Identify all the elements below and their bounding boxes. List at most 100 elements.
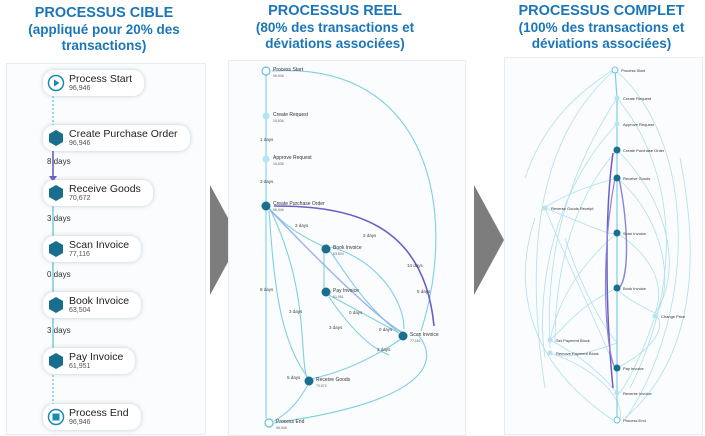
edge-label: 3 days: [260, 179, 274, 184]
node-process-start[interactable]: Process Start: [611, 66, 646, 74]
svg-text:Pay Invoice: Pay Invoice: [333, 288, 359, 294]
svg-text:Create Request: Create Request: [623, 96, 652, 101]
svg-text:Process End: Process End: [276, 419, 305, 425]
svg-text:Reverse Invoice: Reverse Invoice: [623, 391, 652, 396]
node-reverse-goods-receipt[interactable]: Reverse Goods Receipt: [542, 205, 595, 212]
target-process-edges: [49, 92, 57, 404]
node-count: 63,504: [69, 306, 91, 314]
node-approve-request[interactable]: Approve Request 18,636: [262, 155, 313, 166]
svg-text:Process Start: Process Start: [273, 67, 304, 73]
svg-text:Receive Goods: Receive Goods: [623, 176, 650, 181]
edge-label: 3 days: [329, 325, 343, 330]
svg-text:70,672: 70,672: [316, 384, 327, 388]
node-count: 77,116: [69, 250, 90, 258]
edge-label: 3 days: [289, 309, 303, 314]
header-complete-process: PROCESSUS COMPLET (100% des transactions…: [498, 3, 705, 52]
edge-duration: 3 days: [47, 214, 71, 223]
complete-process-graph: Process Start Create Request Approve Req…: [524, 66, 691, 424]
svg-text:Set Payment Block: Set Payment Block: [556, 338, 590, 343]
node-reverse-invoice[interactable]: Reverse Invoice: [614, 390, 653, 397]
node-book-invoice[interactable]: Book Invoice: [613, 284, 647, 292]
node-receive-goods[interactable]: Receive Goods: [613, 174, 651, 182]
node-pay-invoice[interactable]: Pay Invoice 61,951: [321, 287, 360, 300]
svg-text:Process Start: Process Start: [621, 68, 646, 73]
node-count: 96,946: [69, 418, 91, 426]
node-label: Scan Invoice: [69, 238, 130, 251]
header-subtitle: (100% des transactions et déviations ass…: [518, 20, 685, 52]
svg-text:Book Invoice: Book Invoice: [333, 245, 362, 251]
hexagon-icon: [47, 129, 65, 147]
node-scan-invoice[interactable]: Scan Invoice 77,116: [398, 331, 439, 344]
edge-label: 0 days: [379, 327, 393, 332]
header-target-process: PROCESSUS CIBLE (appliqué pour 20% des t…: [0, 5, 208, 54]
node-remove-payment-block[interactable]: Remove Payment Block: [547, 350, 599, 357]
node-label: Create Purchase Order: [69, 127, 178, 140]
svg-text:Pay Invoice: Pay Invoice: [623, 366, 644, 371]
chevron-right-icon: [474, 185, 504, 295]
svg-text:Create Purchase Order: Create Purchase Order: [623, 148, 665, 153]
hexagon-icon: [47, 184, 65, 202]
svg-text:Scan Invoice: Scan Invoice: [410, 332, 439, 338]
svg-text:Create Request: Create Request: [273, 112, 309, 118]
edge-label: 14 days: [407, 263, 424, 268]
stop-icon: [47, 408, 65, 426]
svg-text:96,946: 96,946: [276, 426, 287, 430]
node-create-request[interactable]: Create Request: [614, 95, 652, 102]
svg-text:Scan Invoice: Scan Invoice: [623, 231, 647, 236]
node-label: Receive Goods: [69, 182, 141, 195]
header-real-process: PROCESSUS REEL (80% des transactions et …: [222, 3, 448, 52]
svg-text:63,504: 63,504: [333, 252, 344, 256]
header-subtitle: (appliqué pour 20% des transactions): [28, 22, 180, 54]
svg-text:96,946: 96,946: [273, 208, 284, 212]
header-title: PROCESSUS CIBLE: [34, 5, 174, 21]
svg-text:18,636: 18,636: [273, 162, 284, 166]
header-title: PROCESSUS COMPLET: [518, 3, 685, 19]
svg-text:Process End: Process End: [623, 418, 646, 423]
node-create-purchase-order[interactable]: Create Purchase Order: [613, 146, 666, 154]
node-process-end[interactable]: Process End 96,946: [264, 418, 305, 430]
svg-text:Receive Goods: Receive Goods: [316, 377, 351, 383]
edge-label: 5 days: [417, 289, 431, 294]
node-approve-request[interactable]: Approve Request: [614, 121, 655, 128]
hexagon-icon: [47, 296, 65, 314]
edge-label: 0 days: [349, 310, 363, 315]
node-label: Book Invoice: [69, 294, 130, 307]
svg-text:Approve Request: Approve Request: [623, 122, 655, 127]
svg-text:96,946: 96,946: [273, 74, 284, 78]
node-create-purchase-order[interactable]: Create Purchase Order 96,946: [261, 201, 326, 212]
svg-text:18,636: 18,636: [273, 119, 284, 123]
node-count: 96,946: [69, 139, 91, 147]
node-count: 96,946: [69, 84, 91, 92]
node-receive-goods[interactable]: Receive Goods 70,672: [304, 376, 351, 389]
node-scan-invoice[interactable]: Scan Invoice: [613, 229, 647, 237]
complete-process-panel: Process Start Create Request Approve Req…: [504, 57, 703, 435]
node-pay-invoice[interactable]: Pay Invoice: [613, 364, 645, 372]
chevron-right-icon: [210, 185, 240, 295]
svg-text:Book Invoice: Book Invoice: [623, 286, 647, 291]
node-book-invoice[interactable]: Book Invoice 63,504: [321, 244, 362, 257]
node-create-request[interactable]: Create Request 18,636: [262, 112, 309, 123]
edge-label: 8 days: [260, 287, 274, 292]
svg-text:Reverse Goods Receipt: Reverse Goods Receipt: [551, 206, 594, 211]
svg-text:77,116: 77,116: [410, 339, 420, 343]
node-set-payment-block[interactable]: Set Payment Block: [547, 337, 590, 344]
node-count: 70,672: [69, 194, 91, 202]
node-label: Pay Invoice: [69, 350, 124, 363]
play-icon: [47, 74, 65, 92]
hexagon-icon: [47, 352, 65, 370]
node-change-price[interactable]: Change Price: [652, 313, 687, 320]
edge-duration: 3 days: [47, 326, 71, 335]
edge-label: 3 days: [377, 347, 391, 352]
header-subtitle: (80% des transactions et déviations asso…: [255, 20, 415, 52]
node-process-start[interactable]: Process Start 96,946: [261, 66, 304, 78]
header-title: PROCESSUS REEL: [268, 3, 402, 19]
node-process-end[interactable]: Process End: [613, 416, 646, 424]
